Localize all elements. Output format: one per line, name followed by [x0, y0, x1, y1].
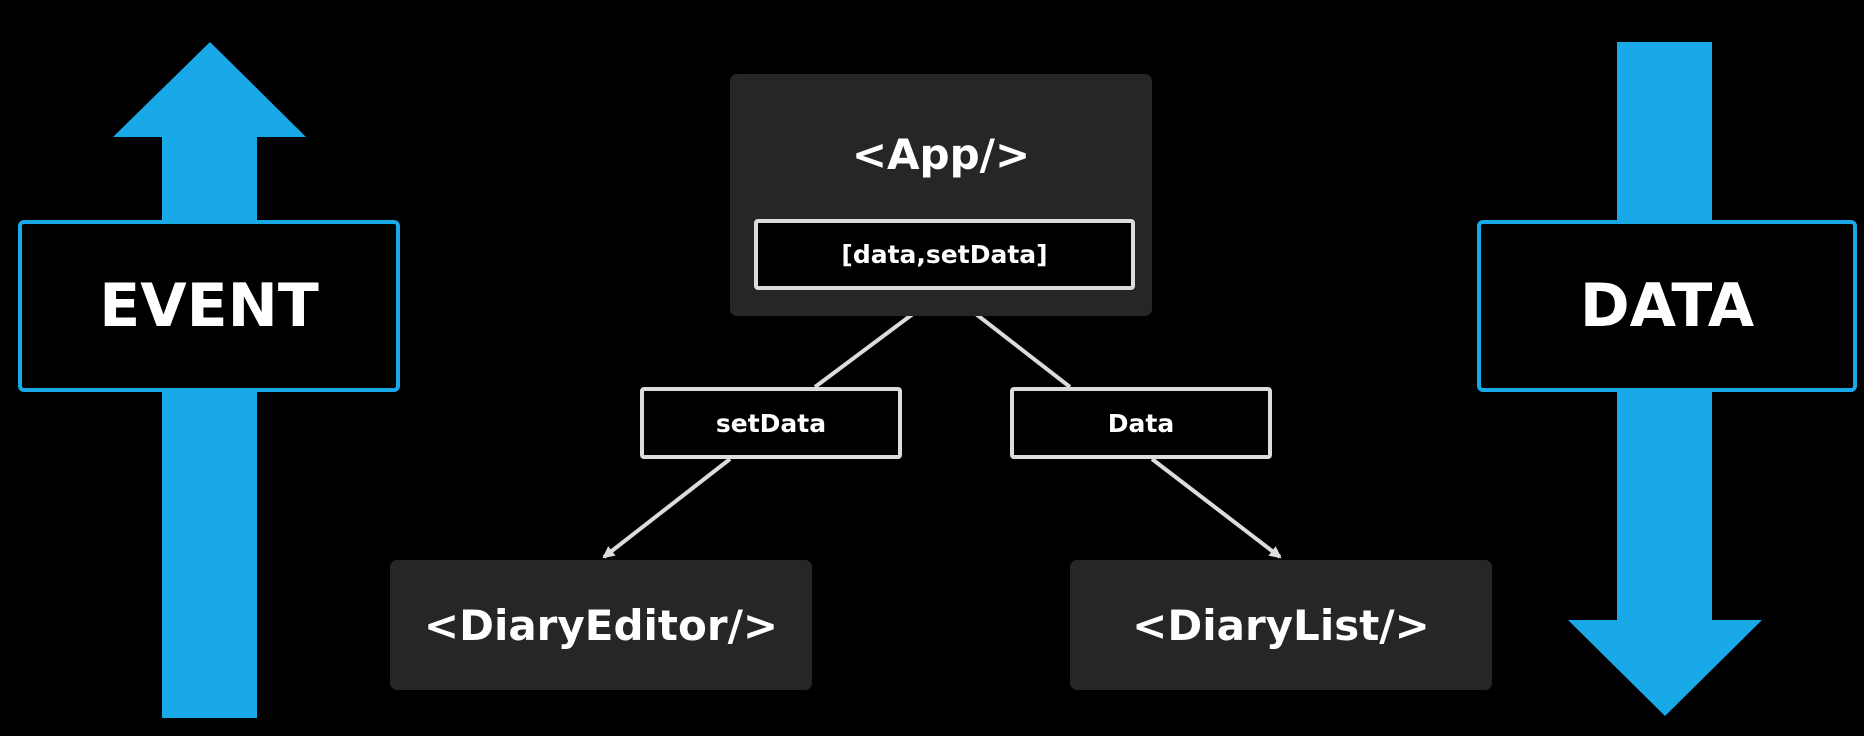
setdata-prop-label: setData — [715, 408, 827, 438]
state-hook-label: [data,setData] — [841, 240, 1048, 269]
diary-list-component-node: <DiaryList/> — [1070, 560, 1492, 690]
event-label: EVENT — [18, 220, 400, 392]
setdata-prop-chip: setData — [640, 387, 902, 459]
connector-data-to-list — [1150, 457, 1282, 559]
event-label-text: EVENT — [99, 271, 319, 341]
connector-setdata-to-editor — [602, 457, 732, 559]
data-prop-chip: Data — [1010, 387, 1272, 459]
diary-editor-component-label: <DiaryEditor/> — [423, 600, 779, 650]
data-label-text: DATA — [1579, 271, 1755, 341]
diary-editor-component-node: <DiaryEditor/> — [390, 560, 812, 690]
diary-list-component-label: <DiaryList/> — [1132, 600, 1430, 650]
data-label: DATA — [1477, 220, 1857, 392]
data-prop-label: Data — [1107, 408, 1175, 438]
app-component-label: <App/> — [851, 130, 1031, 179]
state-hook-chip: [data,setData] — [754, 219, 1135, 290]
